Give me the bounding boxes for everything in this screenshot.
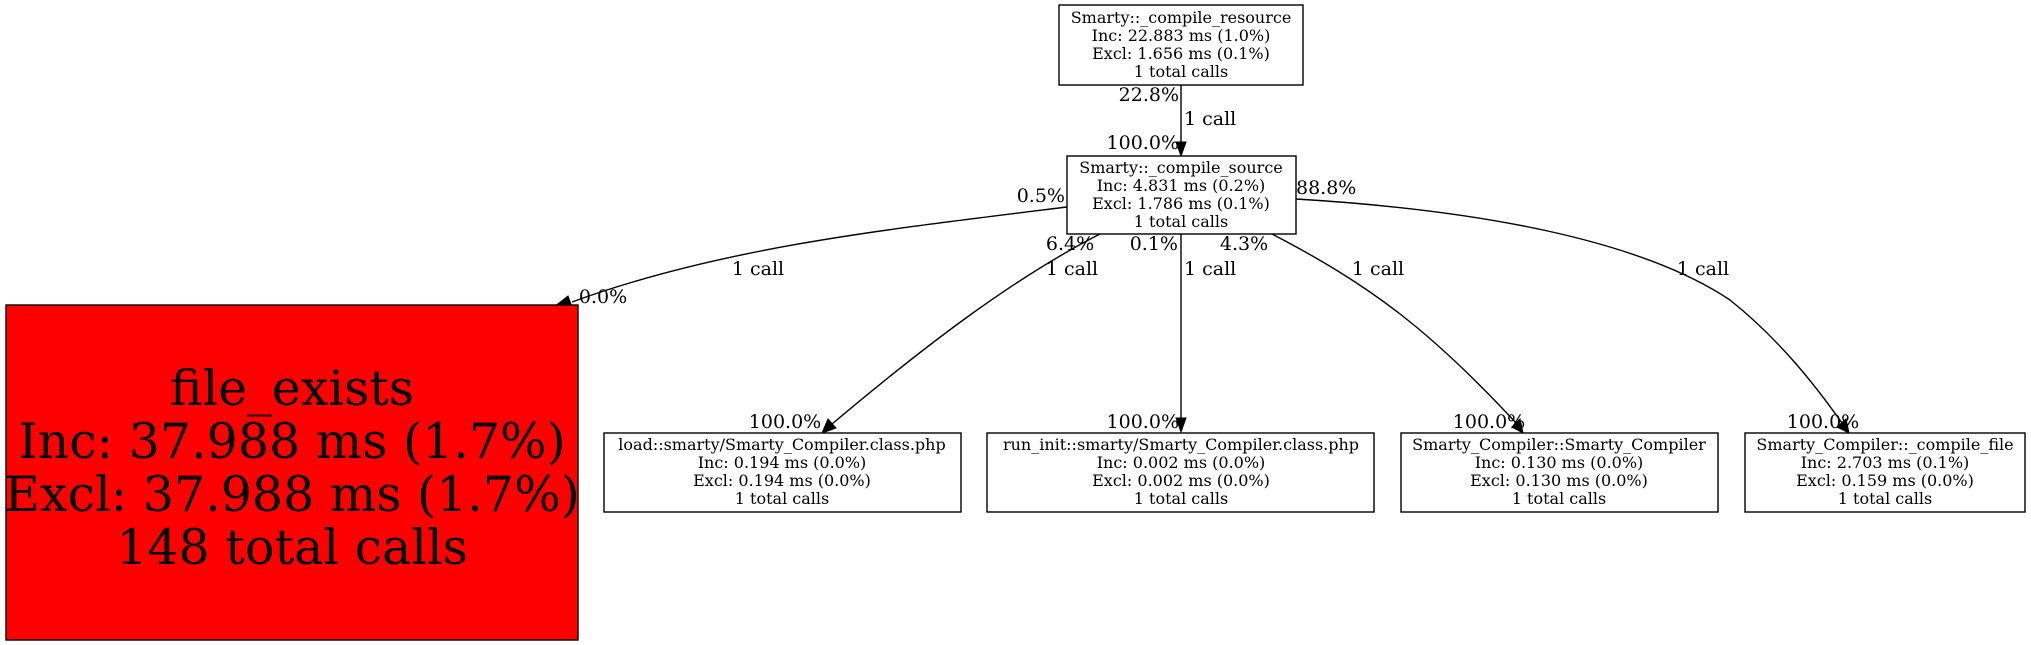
edge-tail-percent: 0.5% bbox=[1017, 185, 1065, 207]
arrow-head-icon bbox=[1836, 418, 1850, 434]
node-compile-file[interactable]: Smarty_Compiler::_compile_file Inc: 2.70… bbox=[1744, 432, 2026, 513]
edge-call-count: 1 call bbox=[1352, 258, 1404, 280]
edge-source-to-file-exists bbox=[552, 206, 1068, 308]
edge-line bbox=[1271, 233, 1518, 425]
node-function-name: file_exists bbox=[170, 360, 414, 417]
node-call-total: 1 total calls bbox=[1134, 62, 1228, 81]
node-exclusive-time: Excl: 1.786 ms (0.1%) bbox=[1092, 194, 1270, 213]
edge-head-percent: 100.0% bbox=[1453, 411, 1525, 433]
node-call-total: 1 total calls bbox=[1838, 489, 1932, 508]
edge-call-count: 1 call bbox=[1046, 258, 1098, 280]
node-compile-resource[interactable]: Smarty::_compile_resource Inc: 22.883 ms… bbox=[1058, 4, 1304, 86]
edge-line bbox=[1295, 198, 1843, 424]
node-run-init-compiler[interactable]: run_init::smarty/Smarty_Compiler.class.p… bbox=[986, 432, 1375, 513]
node-inclusive-time: Inc: 22.883 ms (1.0%) bbox=[1092, 26, 1271, 45]
node-function-name: run_init::smarty/Smarty_Compiler.class.p… bbox=[1003, 435, 1359, 454]
edge-resource-to-source bbox=[1175, 85, 1187, 158]
edge-call-count: 1 call bbox=[1184, 108, 1236, 130]
edge-source-to-compile-file bbox=[1295, 198, 1850, 434]
node-exclusive-time: Excl: 0.002 ms (0.0%) bbox=[1092, 471, 1270, 490]
node-exclusive-time: Excl: 0.194 ms (0.0%) bbox=[693, 471, 871, 490]
node-load-compiler[interactable]: load::smarty/Smarty_Compiler.class.php I… bbox=[603, 432, 962, 513]
edge-head-percent: 100.0% bbox=[1107, 132, 1179, 154]
edge-line bbox=[831, 233, 1101, 425]
arrow-head-icon bbox=[1511, 417, 1524, 434]
edge-tail-percent: 0.1% bbox=[1130, 233, 1178, 255]
edge-source-to-ctor bbox=[1271, 233, 1524, 434]
node-inclusive-time: Inc: 0.130 ms (0.0%) bbox=[1475, 453, 1644, 472]
arrow-head-icon bbox=[821, 418, 837, 434]
edge-source-to-load bbox=[821, 233, 1101, 434]
node-function-name: Smarty_Compiler::Smarty_Compiler bbox=[1412, 435, 1706, 454]
node-function-name: load::smarty/Smarty_Compiler.class.php bbox=[618, 435, 945, 454]
edge-head-percent: 100.0% bbox=[749, 411, 821, 433]
node-inclusive-time: Inc: 2.703 ms (0.1%) bbox=[1801, 453, 1970, 472]
node-inclusive-time: Inc: 37.988 ms (1.7%) bbox=[18, 413, 565, 470]
edge-line bbox=[571, 206, 1068, 303]
node-box bbox=[603, 432, 962, 513]
node-inclusive-time: Inc: 0.194 ms (0.0%) bbox=[698, 453, 867, 472]
edge-source-to-run-init bbox=[1175, 234, 1187, 434]
node-exclusive-time: Excl: 0.159 ms (0.0%) bbox=[1796, 471, 1974, 490]
arrow-head-icon bbox=[1175, 141, 1187, 158]
edge-call-count: 1 call bbox=[1677, 258, 1729, 280]
node-box bbox=[986, 432, 1375, 513]
node-call-total: 1 total calls bbox=[735, 489, 829, 508]
node-exclusive-time: Excl: 0.130 ms (0.0%) bbox=[1470, 471, 1648, 490]
node-compiler-constructor[interactable]: Smarty_Compiler::Smarty_Compiler Inc: 0.… bbox=[1400, 432, 1719, 513]
node-function-name: Smarty::_compile_resource bbox=[1071, 8, 1292, 27]
node-box bbox=[1400, 432, 1719, 513]
node-call-total: 1 total calls bbox=[1134, 212, 1228, 231]
node-compile-source[interactable]: Smarty::_compile_source Inc: 4.831 ms (0… bbox=[1066, 155, 1297, 235]
edge-call-count: 1 call bbox=[732, 258, 784, 280]
node-inclusive-time: Inc: 4.831 ms (0.2%) bbox=[1097, 176, 1266, 195]
arrow-head-icon bbox=[1175, 417, 1187, 434]
node-box bbox=[1744, 432, 2026, 513]
node-file-exists[interactable]: file_exists Inc: 37.988 ms (1.7%) Excl: … bbox=[4, 304, 580, 641]
edge-tail-percent: 6.4% bbox=[1046, 233, 1094, 255]
node-call-total: 148 total calls bbox=[116, 519, 468, 576]
node-exclusive-time: Excl: 37.988 ms (1.7%) bbox=[4, 466, 580, 523]
node-function-name: Smarty::_compile_source bbox=[1079, 158, 1283, 177]
edge-tail-percent: 88.8% bbox=[1296, 177, 1356, 199]
node-exclusive-time: Excl: 1.656 ms (0.1%) bbox=[1092, 44, 1270, 63]
node-box bbox=[1058, 4, 1304, 86]
edge-head-percent: 100.0% bbox=[1107, 411, 1179, 433]
edge-head-percent: 0.0% bbox=[579, 286, 627, 308]
node-function-name: Smarty_Compiler::_compile_file bbox=[1756, 435, 2013, 454]
node-call-total: 1 total calls bbox=[1134, 489, 1228, 508]
node-box bbox=[1066, 155, 1297, 235]
node-call-total: 1 total calls bbox=[1512, 489, 1606, 508]
edge-call-count: 1 call bbox=[1184, 258, 1236, 280]
edge-tail-percent: 22.8% bbox=[1119, 84, 1179, 106]
edge-head-percent: 100.0% bbox=[1787, 411, 1859, 433]
node-inclusive-time: Inc: 0.002 ms (0.0%) bbox=[1097, 453, 1266, 472]
node-box bbox=[5, 304, 579, 641]
edge-tail-percent: 4.3% bbox=[1220, 233, 1268, 255]
